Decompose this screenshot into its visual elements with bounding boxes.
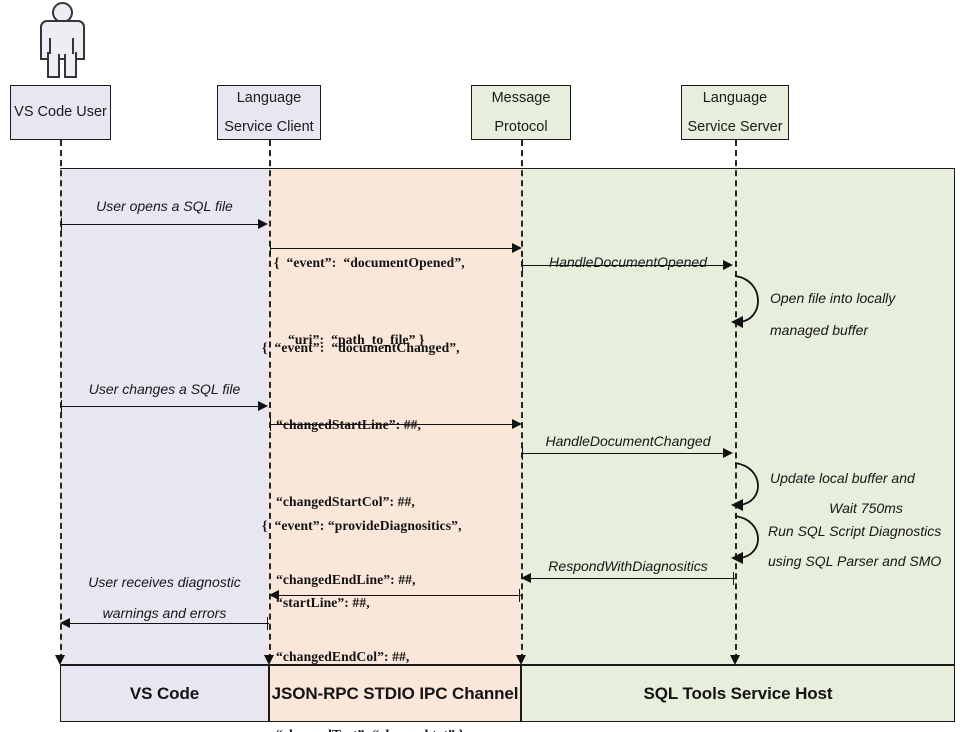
- self-call-label-line2: using SQL Parser and SMO: [768, 552, 942, 569]
- participant-label-line1: VS Code User: [14, 104, 107, 121]
- self-call-label-line2: Wait 750ms: [829, 499, 903, 516]
- lane-footer-ipc[interactable]: JSON-RPC STDIO IPC Channel: [269, 665, 521, 722]
- self-call-arc-s3: [731, 515, 759, 564]
- message-arrowhead-m1: [258, 219, 268, 229]
- lifeline-end-arrow-lang-client: [264, 655, 274, 665]
- payload-line: “startLine”: ##,: [262, 594, 370, 610]
- message-arrow-m5: [531, 578, 735, 579]
- lane-footer-label: VS Code: [129, 683, 200, 703]
- payload-line: “changedEndLine”: ##,: [262, 571, 416, 587]
- message-tail-tick-p2-transfer: [270, 418, 271, 431]
- participant-label-line2: Service Client: [224, 118, 314, 135]
- payload-line: { “event”: “provideDiagnositics”,: [262, 517, 462, 533]
- lifeline-end-arrow-msg-protocol: [516, 655, 526, 665]
- payload-line: “uri”: “path_to_file” }: [274, 331, 425, 347]
- message-arrowhead-p3-transfer: [269, 590, 279, 600]
- lane-footer-label: SQL Tools Service Host: [643, 683, 833, 703]
- lane-band-vs-code: [60, 168, 269, 665]
- self-call-label-line1: Update local buffer and: [770, 470, 915, 486]
- message-label-m6-line2: warnings and errors: [102, 604, 227, 621]
- payload-line: “changedStartCol”: ##,: [262, 494, 415, 510]
- payload-line: “changedText”: “changed txt” }: [262, 722, 464, 732]
- person-leg-left-icon: [47, 52, 60, 78]
- participant-lang-client[interactable]: Language Service Client: [217, 85, 321, 140]
- person-torso-gap-icon: [49, 38, 74, 54]
- lane-footer-label: JSON-RPC STDIO IPC Channel: [271, 683, 519, 703]
- lifeline-lang-server: [735, 140, 737, 670]
- person-leg-right-icon: [64, 52, 77, 78]
- message-arrowhead-m3: [258, 401, 268, 411]
- participant-lang-server[interactable]: Language Service Server: [681, 85, 789, 140]
- lifeline-end-arrow-vscode-user: [55, 655, 65, 665]
- message-arrowhead-p2-transfer: [512, 419, 522, 429]
- self-call-label-line1: Open file into locally: [770, 290, 896, 306]
- self-call-label-s2: Update local buffer and Wait 750ms: [770, 468, 962, 519]
- message-tail-tick-p3-transfer: [519, 589, 520, 602]
- message-arrow-m4: [522, 453, 724, 454]
- payload-block-p2: { “event”: “documentChanged”, “changedSt…: [262, 283, 464, 732]
- self-call-label-s1: Open file into locally managed buffer: [770, 288, 960, 341]
- message-arrow-m1: [61, 224, 259, 225]
- message-label-m6-line1: User receives diagnostic: [88, 574, 241, 590]
- participant-label-line2: Protocol: [494, 118, 548, 135]
- self-call-label-line1: Run SQL Script Diagnostics: [768, 523, 942, 539]
- message-arrowhead-m5: [521, 573, 531, 583]
- message-arrowhead-m2: [723, 260, 733, 270]
- participant-label-line1: Language: [702, 90, 768, 107]
- message-arrowhead-m4: [723, 448, 733, 458]
- participant-vscode-user[interactable]: VS Code User: [10, 85, 111, 140]
- self-call-label-line2: managed buffer: [770, 321, 869, 338]
- message-arrow-p3-transfer: [279, 595, 521, 596]
- message-tail-tick-m4: [522, 447, 523, 460]
- message-arrow-m6: [70, 623, 269, 624]
- message-label-m5: RespondWithDiagnositics: [548, 558, 708, 574]
- self-call-arc-s2: [731, 462, 759, 511]
- self-call-arc-s1: [731, 275, 759, 328]
- lane-footer-host[interactable]: SQL Tools Service Host: [521, 665, 955, 722]
- lifeline-end-arrow-lang-server: [730, 655, 740, 665]
- payload-block-p1: { “event”: “documentOpened”, “uri”: “pat…: [274, 198, 465, 404]
- participant-msg-protocol[interactable]: Message Protocol: [471, 85, 571, 140]
- message-tail-tick-m5: [733, 572, 734, 585]
- message-label-m2: HandleDocumentOpened: [549, 254, 707, 270]
- message-arrowhead-m6: [60, 618, 70, 628]
- payload-line: { “event”: “documentChanged”,: [262, 339, 460, 355]
- self-call-label-s3: Run SQL Script Diagnostics using SQL Par…: [768, 521, 962, 572]
- message-label-m3: User changes a SQL file: [88, 381, 241, 397]
- message-arrow-p2-transfer: [270, 424, 520, 425]
- participant-label-line1: Language: [236, 90, 302, 107]
- message-arrow-m2: [522, 265, 724, 266]
- message-tail-tick-m3: [61, 400, 62, 413]
- message-tail-tick-m6: [267, 617, 268, 630]
- message-arrow-m3: [61, 406, 259, 407]
- payload-line: { “event”: “documentOpened”,: [274, 254, 465, 270]
- lane-band-ipc: [269, 168, 521, 665]
- message-tail-tick-m2: [522, 259, 523, 272]
- participant-label-line1: Message: [491, 90, 551, 107]
- lifeline-lang-client: [269, 140, 271, 670]
- lifeline-msg-protocol: [521, 140, 523, 670]
- message-label-m1: User opens a SQL file: [96, 198, 233, 214]
- lane-band-host: [521, 168, 955, 665]
- message-arrowhead-p1-transfer: [512, 243, 522, 253]
- message-label-m4: HandleDocumentChanged: [545, 433, 711, 449]
- payload-line: “changedEndCol”: ##,: [262, 649, 410, 665]
- message-tail-tick-m1: [61, 218, 62, 231]
- message-tail-tick-p1-transfer: [270, 242, 271, 255]
- lane-footer-vs-code[interactable]: VS Code: [60, 665, 269, 722]
- message-label-m6: User receives diagnostic warnings and er…: [60, 572, 269, 624]
- person-icon: [38, 2, 86, 78]
- participant-label-line2: Service Server: [687, 118, 783, 135]
- message-arrow-p1-transfer: [270, 248, 520, 249]
